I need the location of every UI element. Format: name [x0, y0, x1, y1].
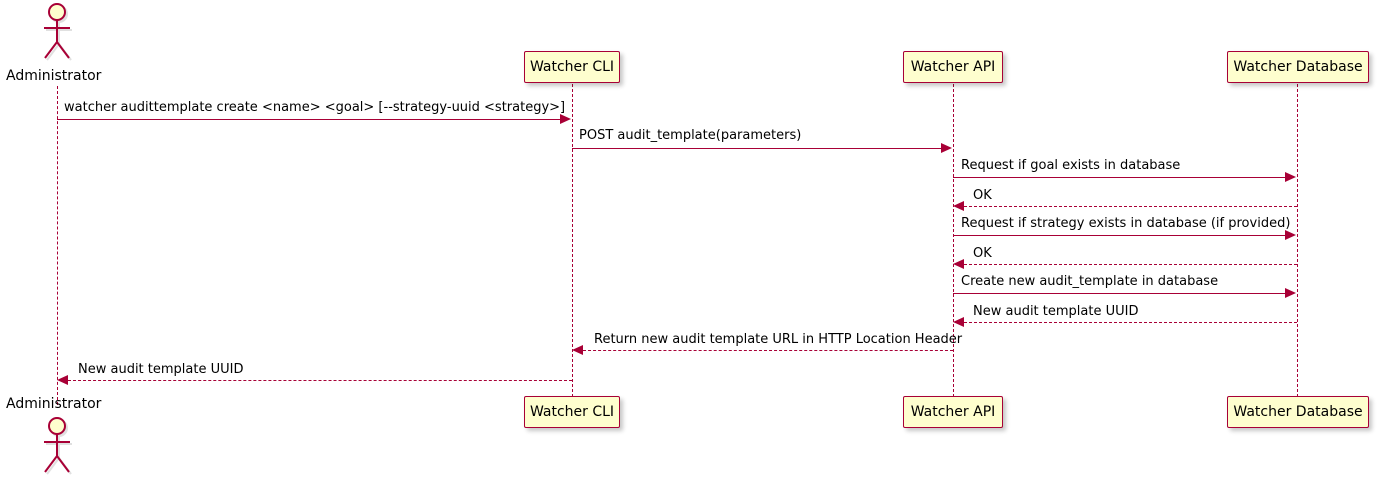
- message-arrowhead-6: [953, 259, 964, 269]
- message-label-10: New audit template UUID: [78, 362, 244, 377]
- message-arrowhead-3: [1285, 172, 1296, 182]
- participant-box-watcher-cli-top[interactable]: Watcher CLI: [524, 51, 620, 83]
- message-line-4: [964, 206, 1297, 207]
- message-arrowhead-9: [572, 345, 583, 355]
- participant-box-watcher-cli-bottom[interactable]: Watcher CLI: [524, 396, 620, 428]
- participant-label-watcher-api-top: Watcher API: [910, 59, 996, 75]
- message-label-3: Request if goal exists in database: [961, 158, 1181, 173]
- participant-label-watcher-database-top: Watcher Database: [1233, 59, 1363, 75]
- message-label-2: POST audit_template(parameters): [579, 128, 802, 143]
- participant-box-watcher-api-top[interactable]: Watcher API: [903, 51, 1003, 83]
- actor-label-administrator-top: Administrator: [6, 68, 102, 84]
- message-line-9: [583, 350, 953, 351]
- lifeline-administrator: [57, 86, 58, 405]
- message-label-5: Request if strategy exists in database (…: [961, 216, 1291, 231]
- message-label-8: New audit template UUID: [973, 304, 1139, 319]
- message-arrowhead-8: [953, 317, 964, 327]
- message-line-3: [953, 177, 1286, 178]
- participant-box-watcher-database-bottom[interactable]: Watcher Database: [1227, 396, 1369, 428]
- message-line-6: [964, 264, 1297, 265]
- participant-label-watcher-cli-top: Watcher CLI: [529, 59, 615, 75]
- message-line-2: [572, 148, 942, 149]
- participant-box-watcher-database-top[interactable]: Watcher Database: [1227, 51, 1369, 83]
- lifeline-watcher-api: [953, 84, 954, 397]
- actor-administrator-bottom: [44, 417, 72, 475]
- message-line-10: [68, 380, 572, 381]
- message-label-9: Return new audit template URL in HTTP Lo…: [594, 332, 963, 347]
- lifeline-watcher-database: [1297, 84, 1298, 397]
- message-line-1: [57, 119, 561, 120]
- message-arrowhead-10: [57, 375, 68, 385]
- actor-administrator-top: [44, 3, 72, 61]
- message-label-1: watcher audittemplate create <name> <goa…: [64, 100, 566, 115]
- message-label-6: OK: [973, 246, 992, 261]
- message-label-4: OK: [973, 188, 992, 203]
- message-arrowhead-4: [953, 201, 964, 211]
- participant-label-watcher-database-bottom: Watcher Database: [1233, 404, 1363, 420]
- message-label-7: Create new audit_template in database: [961, 274, 1219, 289]
- message-line-7: [953, 293, 1286, 294]
- participant-label-watcher-cli-bottom: Watcher CLI: [529, 404, 615, 420]
- participant-box-watcher-api-bottom[interactable]: Watcher API: [903, 396, 1003, 428]
- message-arrowhead-5: [1285, 230, 1296, 240]
- participant-label-watcher-api-bottom: Watcher API: [910, 404, 996, 420]
- message-line-8: [964, 322, 1297, 323]
- message-arrowhead-1: [560, 114, 571, 124]
- lifeline-watcher-cli: [572, 84, 573, 397]
- message-line-5: [953, 235, 1286, 236]
- actor-label-administrator-bottom: Administrator: [6, 396, 102, 412]
- message-arrowhead-2: [941, 143, 952, 153]
- message-arrowhead-7: [1285, 288, 1296, 298]
